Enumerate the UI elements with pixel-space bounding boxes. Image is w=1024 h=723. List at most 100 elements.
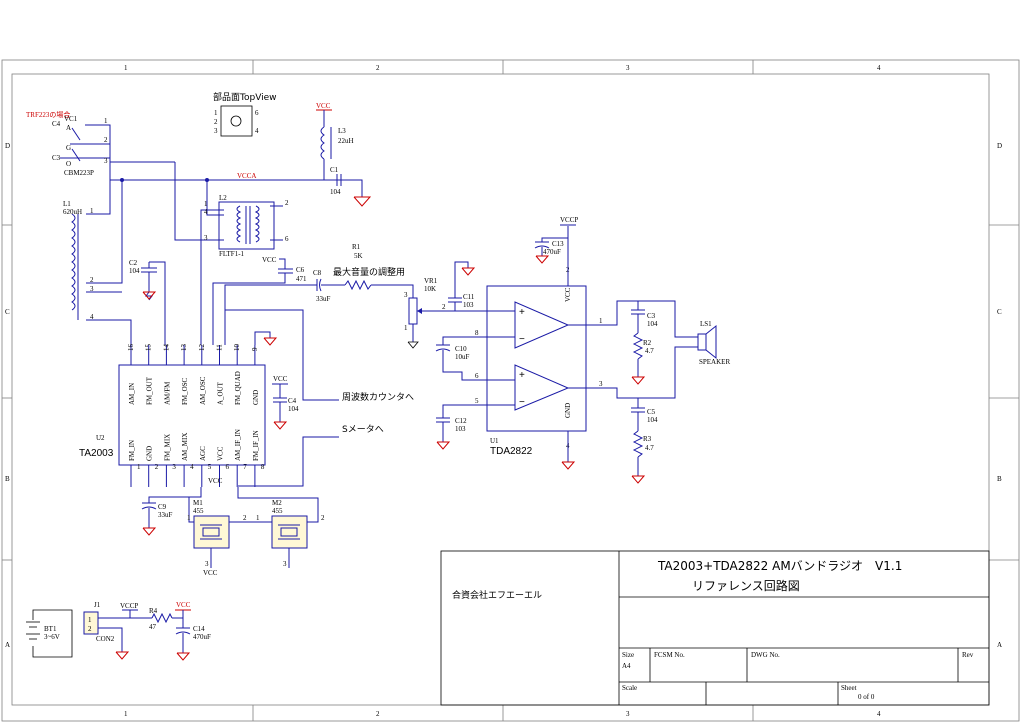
c9-capacitor: C9 33uF bbox=[141, 487, 202, 536]
vr1-ref: VR1 bbox=[424, 277, 438, 285]
row-label-b: B bbox=[5, 475, 10, 483]
svg-text:3: 3 bbox=[204, 234, 208, 242]
vc1-pin-a: A bbox=[66, 124, 71, 132]
c1-ref: C1 bbox=[330, 166, 339, 174]
c12-value: 103 bbox=[455, 425, 466, 433]
c5-ref: C5 bbox=[647, 408, 656, 416]
l2-ref: L2 bbox=[219, 194, 227, 202]
c6-vcc-label: VCC bbox=[262, 256, 277, 264]
svg-text:3: 3 bbox=[90, 285, 94, 293]
svg-text:6: 6 bbox=[255, 109, 259, 117]
u1-vcc-pin: VCC bbox=[564, 287, 572, 302]
drawing-frame: 1 2 3 4 1 2 3 4 D C B A D C B A bbox=[1, 59, 1020, 722]
row-label-c-right: C bbox=[997, 308, 1002, 316]
svg-text:4: 4 bbox=[90, 313, 94, 321]
svg-text:1: 1 bbox=[599, 317, 603, 325]
c8-ref: C8 bbox=[313, 269, 322, 277]
svg-text:−: − bbox=[519, 334, 525, 345]
volume-note: 最大音量の調整用 bbox=[333, 266, 405, 278]
u2-bottom-pin-number: 3 bbox=[172, 463, 176, 471]
u2-bottom-pin-number: 5 bbox=[208, 463, 212, 471]
vc1-c4: C4 bbox=[52, 120, 61, 128]
row-label-b-right: B bbox=[997, 475, 1002, 483]
svg-text:3: 3 bbox=[205, 560, 209, 568]
c13-ref: C13 bbox=[552, 240, 564, 248]
c9-ref: C9 bbox=[158, 503, 167, 511]
svg-text:3: 3 bbox=[404, 291, 408, 299]
svg-text:1: 1 bbox=[214, 109, 218, 117]
svg-text:−: − bbox=[519, 397, 525, 408]
u2-bottom-pin-label: AM_IF_IN bbox=[234, 429, 242, 461]
col-label-3: 3 bbox=[626, 64, 630, 72]
svg-text:1: 1 bbox=[104, 117, 108, 125]
r1-value: 5K bbox=[354, 252, 363, 260]
u2-bottom-pin-label: FM_IN bbox=[128, 440, 136, 461]
c14-ref: C14 bbox=[193, 625, 205, 633]
title-line-2: リファレンス回路図 bbox=[692, 578, 800, 593]
u2-bottom-pin-number: 1 bbox=[137, 463, 141, 471]
svg-text:1: 1 bbox=[187, 514, 191, 522]
u2-top-pin-label: AM_OSC bbox=[199, 376, 207, 405]
svg-text:8: 8 bbox=[475, 329, 479, 337]
u2-top-pin-number: 14 bbox=[162, 344, 170, 352]
svg-text:2: 2 bbox=[88, 625, 92, 633]
audio-coupling: C8 33uF R1 5K 最大音量の調整用 VR1 10K 321 bbox=[224, 243, 447, 349]
u2-bottom-pin-label: AM_MIX bbox=[181, 433, 189, 461]
l3-c1: VCC L3 22uH C1 104 bbox=[316, 102, 372, 207]
c9-value: 33uF bbox=[158, 511, 173, 519]
svg-text:6: 6 bbox=[475, 372, 479, 380]
u2-ta2003 bbox=[118, 364, 266, 466]
j1-ref: J1 bbox=[94, 601, 101, 609]
col-label-2-bottom: 2 bbox=[376, 710, 380, 718]
l3-value: 22uH bbox=[338, 137, 354, 145]
topview-pinout: 123 64 bbox=[214, 105, 259, 137]
svg-text:1: 1 bbox=[204, 200, 208, 208]
svg-text:1: 1 bbox=[404, 324, 408, 332]
c3-value: 104 bbox=[647, 320, 658, 328]
row-label-d-right: D bbox=[997, 142, 1002, 150]
col-label-2: 2 bbox=[376, 64, 380, 72]
c3-ref: C3 bbox=[647, 312, 656, 320]
u1-value: TDA2822 bbox=[490, 446, 533, 457]
vc1-c3: C3 bbox=[52, 154, 61, 162]
fcsm-label: FCSM No. bbox=[654, 651, 685, 659]
r2-value: 4.7 bbox=[645, 347, 654, 355]
l3-ref: L3 bbox=[338, 127, 346, 135]
u1-tda2822: +− +− 865 13 24 VCC GND U1 TDA2822 bbox=[475, 226, 698, 470]
power-input: BT1 3~6V 12 J1 CON2 VCCP R4 47 VCC C14 4… bbox=[26, 601, 211, 661]
c10-c12: C10 10uF C12 103 bbox=[435, 336, 489, 450]
svg-text:1: 1 bbox=[88, 616, 92, 624]
svg-text:1: 1 bbox=[90, 207, 94, 215]
u2-top-pin-label: FM_OUT bbox=[146, 376, 154, 405]
u2-top-pin-label: AM/FM bbox=[163, 381, 171, 405]
svg-text:4: 4 bbox=[204, 208, 208, 216]
svg-text:2: 2 bbox=[442, 303, 446, 311]
s-meter-note: Sメータへ bbox=[342, 424, 384, 435]
u2-top-pin-label: GND bbox=[252, 390, 260, 405]
u2-bottom-pin-number: 4 bbox=[190, 463, 194, 471]
svg-text:6: 6 bbox=[285, 235, 289, 243]
m1-value: 455 bbox=[193, 507, 204, 515]
c4b-ref: C4 bbox=[288, 397, 297, 405]
u2-bottom-pin-label: FM_MIX bbox=[163, 434, 171, 461]
u2-pins: 16AM_IN1FM_IN15FM_OUT2GND14AM/FM3FM_MIX1… bbox=[127, 344, 265, 487]
u2-top-pin-label: FM_OSC bbox=[181, 377, 189, 405]
u2-bottom-pin-number: 7 bbox=[243, 463, 247, 471]
svg-text:5: 5 bbox=[475, 397, 479, 405]
svg-text:2: 2 bbox=[90, 276, 94, 284]
sheet-value: 0 of 0 bbox=[858, 693, 875, 701]
vccp-label-j1: VCCP bbox=[120, 602, 138, 610]
scale-label: Scale bbox=[622, 684, 637, 692]
svg-text:+: + bbox=[519, 307, 525, 318]
m1-ref: M1 bbox=[193, 499, 203, 507]
svg-text:3: 3 bbox=[214, 127, 218, 135]
rev-label: Rev bbox=[962, 651, 974, 659]
u2-top-pin-number: 16 bbox=[127, 344, 135, 352]
r3-value: 4.7 bbox=[645, 444, 654, 452]
l1-ref: L1 bbox=[63, 200, 71, 208]
svg-text:2: 2 bbox=[285, 199, 289, 207]
c13-capacitor: VCCP C13 470uF bbox=[534, 216, 578, 264]
c4b-vcc-label: VCC bbox=[273, 375, 288, 383]
col-label-1: 1 bbox=[124, 64, 128, 72]
